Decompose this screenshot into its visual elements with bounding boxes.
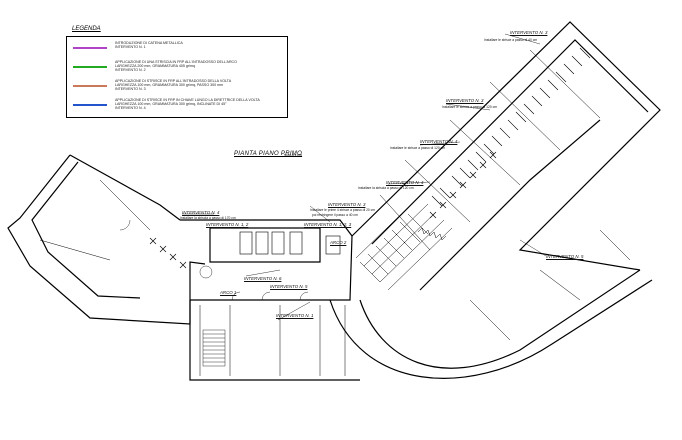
legend-text: APPLICAZIONE DI STRISCE IN FRP ALL'INTRA… — [115, 79, 231, 92]
frp-crosses — [149, 151, 497, 269]
legend-text-line: LARGHEZZA 100 mm, GRAMMATURA 300 gr/mq, … — [115, 102, 227, 107]
annotation-int12-a: INTERVENTO N. 1, 2 — [206, 222, 249, 227]
annotation-arco1: ARCO 1 — [220, 290, 237, 295]
curved-block-outline — [359, 269, 641, 369]
left-wing-outline — [7, 154, 206, 325]
annotation-int3-c: INTERVENTO N. 3 — [328, 202, 366, 207]
legend-row: APPLICAZIONE DI UNA STRISCIA IN FRP ALL'… — [71, 60, 285, 78]
legend-text-line: APPLICAZIONE DI STRISCE IN FRP ALL'INTRA… — [115, 79, 232, 83]
stairs-bottom-left — [202, 329, 226, 367]
annotation-int1: INTERVENTO N. 1 — [276, 313, 314, 318]
legend-text-line: LARGHEZZA 200 mm, GRAMMATURA 405 gr/mq — [115, 64, 196, 69]
frp-strips-diagonal — [431, 47, 591, 207]
legend-text-line: INTERVENTO N. 2 — [115, 68, 146, 73]
legend-swatch — [73, 47, 107, 49]
annotation-int5: INTERVENTO N. 5 — [270, 284, 308, 289]
legend-text-line: INTRODUZIONE DI CATENA METALLICA — [115, 41, 183, 45]
annotation-int4-a: INTERVENTO N. 4 — [420, 139, 458, 144]
plan-scale: SCALA 1:100 — [284, 153, 303, 157]
legend-text-line: APPLICAZIONE DI STRISCE IN FRP IN CHIAVE… — [115, 98, 260, 102]
plan-title: PIANTA PIANO PRIMO — [234, 151, 303, 157]
annotation-int3-top-sub: Installare le strisce a passo di 40 cm — [484, 38, 538, 42]
annotation-int12-b: INTERVENTO N. 1, 2, 3 — [304, 222, 352, 227]
annotation-int4-b: INTERVENTO N. 4 — [386, 180, 424, 185]
legend-text: APPLICAZIONE DI UNA STRISCIA IN FRP ALL'… — [115, 60, 237, 73]
legend-text-line: INTERVENTO N. 3 — [115, 87, 146, 92]
zigzag-strips — [417, 227, 447, 241]
annotation-int4-a-sub: Installare le strisce a passo di 120 cm — [390, 146, 445, 150]
annotation-int6: INTERVENTO N. 6 — [244, 276, 282, 281]
legend-text-line: INTERVENTO N. 4 — [115, 106, 146, 111]
annotation-int3-b: INTERVENTO N. 3 — [446, 98, 484, 103]
left-wing-inner-wall — [31, 161, 141, 299]
legend-row: APPLICAZIONE DI STRISCE IN FRP ALL'INTRA… — [71, 79, 285, 97]
annotation-int5-right: INTERVENTO N. 5 — [546, 254, 584, 259]
legend-text-line: APPLICAZIONE DI UNA STRISCIA IN FRP ALL'… — [115, 60, 237, 64]
stairs-diagonal — [355, 195, 453, 291]
annotation-int3-c-sub2: poi restringere il passo a 40 cm — [312, 213, 358, 217]
legend-text-line: INTERVENTO N. 1 — [115, 45, 146, 50]
annotation-int4-left-sub: Installare la striscia a passo di 170 cm — [180, 216, 236, 220]
legend-swatch — [73, 104, 107, 106]
annotation-int3-b-sub: Installare le strisce a passo di 120 cm — [442, 105, 497, 109]
annotation-int4-b-sub: Installare la striscia a passo di 120 cm — [358, 186, 414, 190]
annotation-arco2: ARCO 2 — [330, 240, 347, 245]
annotation-int4-left: INTERVENTO N. 4 — [182, 210, 220, 215]
legend-text: APPLICAZIONE DI STRISCE IN FRP IN CHIAVE… — [115, 98, 260, 111]
legend-text-line: LARGHEZZA 100 mm, GRAMMATURA 300 gr/mq, … — [115, 83, 224, 88]
diagonal-wing-outline — [351, 21, 661, 271]
legend-row: APPLICAZIONE DI STRISCE IN FRP IN CHIAVE… — [71, 98, 285, 116]
annotation-int3-c-sub1: Installare le prime 4 strisce a passo di… — [310, 208, 376, 212]
annotation-int3-top: INTERVENTO N. 3 — [510, 30, 548, 35]
legend-swatch — [73, 85, 107, 87]
legend-title: LEGENDA — [72, 26, 101, 32]
legend-swatch — [73, 66, 107, 68]
